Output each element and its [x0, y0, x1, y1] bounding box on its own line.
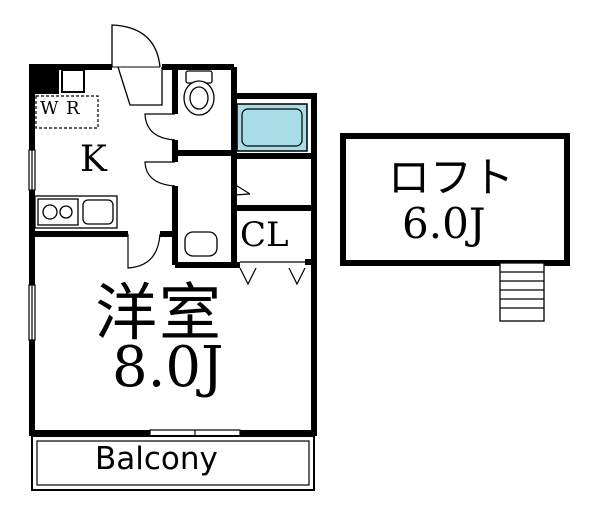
pillar-block — [29, 64, 59, 94]
loft-name: ロフト — [388, 153, 515, 202]
room-door — [127, 233, 161, 269]
loft-size: 6.0J — [402, 199, 486, 248]
washroom-label-w: W — [40, 98, 59, 119]
kitchen-counter — [34, 195, 118, 229]
balcony — [31, 435, 315, 491]
closet-doors — [239, 261, 306, 286]
washroom-door — [144, 161, 176, 187]
window-left — [28, 149, 36, 341]
entry-door — [111, 24, 163, 106]
balcony-label: Balcony — [95, 441, 218, 477]
western-room-name: 洋室 — [95, 276, 224, 349]
kitchen-label: K — [80, 139, 107, 180]
bath-door — [233, 183, 251, 196]
toilet-door — [144, 113, 176, 141]
washroom-label-r: R — [66, 98, 80, 119]
toilet — [183, 70, 215, 116]
washbasin — [184, 231, 218, 257]
loft-walls — [340, 133, 570, 266]
western-room-size: 8.0J — [112, 335, 224, 400]
washer-space — [35, 95, 99, 129]
closet-label: CL — [240, 215, 289, 255]
bathtub — [236, 103, 308, 152]
loft-ladder — [499, 262, 545, 322]
